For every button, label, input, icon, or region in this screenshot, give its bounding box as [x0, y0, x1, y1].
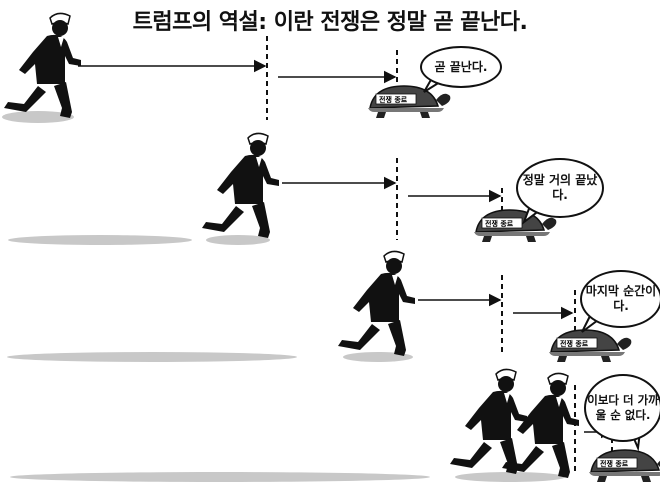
speech-bubble: 정말 거의 끝났다. [516, 158, 604, 218]
shadow [2, 111, 74, 123]
turtle: 전쟁 종료 [588, 449, 660, 483]
shadow [206, 235, 270, 245]
shell-label: 전쟁 종료 [485, 219, 514, 228]
shadow [343, 352, 413, 362]
running-man-figure [3, 12, 82, 119]
dashed-markers [266, 36, 613, 472]
turtle: 전쟁 종료 [367, 85, 452, 119]
turtle: 전쟁 종료 [548, 329, 633, 363]
shadow [7, 352, 297, 362]
speech-bubble: 이보다 더 가까울 순 없다. [584, 374, 660, 442]
shadow [455, 472, 565, 482]
turtle: 전쟁 종료 [473, 209, 558, 243]
speech-bubble: 곧 끝난다. [420, 46, 502, 88]
shell-label: 전쟁 종료 [379, 95, 408, 104]
arrows [78, 59, 614, 439]
running-man-figure [337, 250, 416, 357]
shadow [10, 472, 430, 482]
running-man-figure [201, 132, 280, 239]
cartoon-title: 트럼프의 역설: 이란 전쟁은 정말 곧 끝난다. [132, 10, 528, 35]
shell-label: 전쟁 종료 [560, 339, 589, 348]
running-man-figure [449, 368, 528, 475]
shell-label: 전쟁 종료 [600, 459, 629, 468]
speech-bubble: 마지막 순간이다. [580, 270, 660, 328]
shadow [8, 235, 192, 245]
